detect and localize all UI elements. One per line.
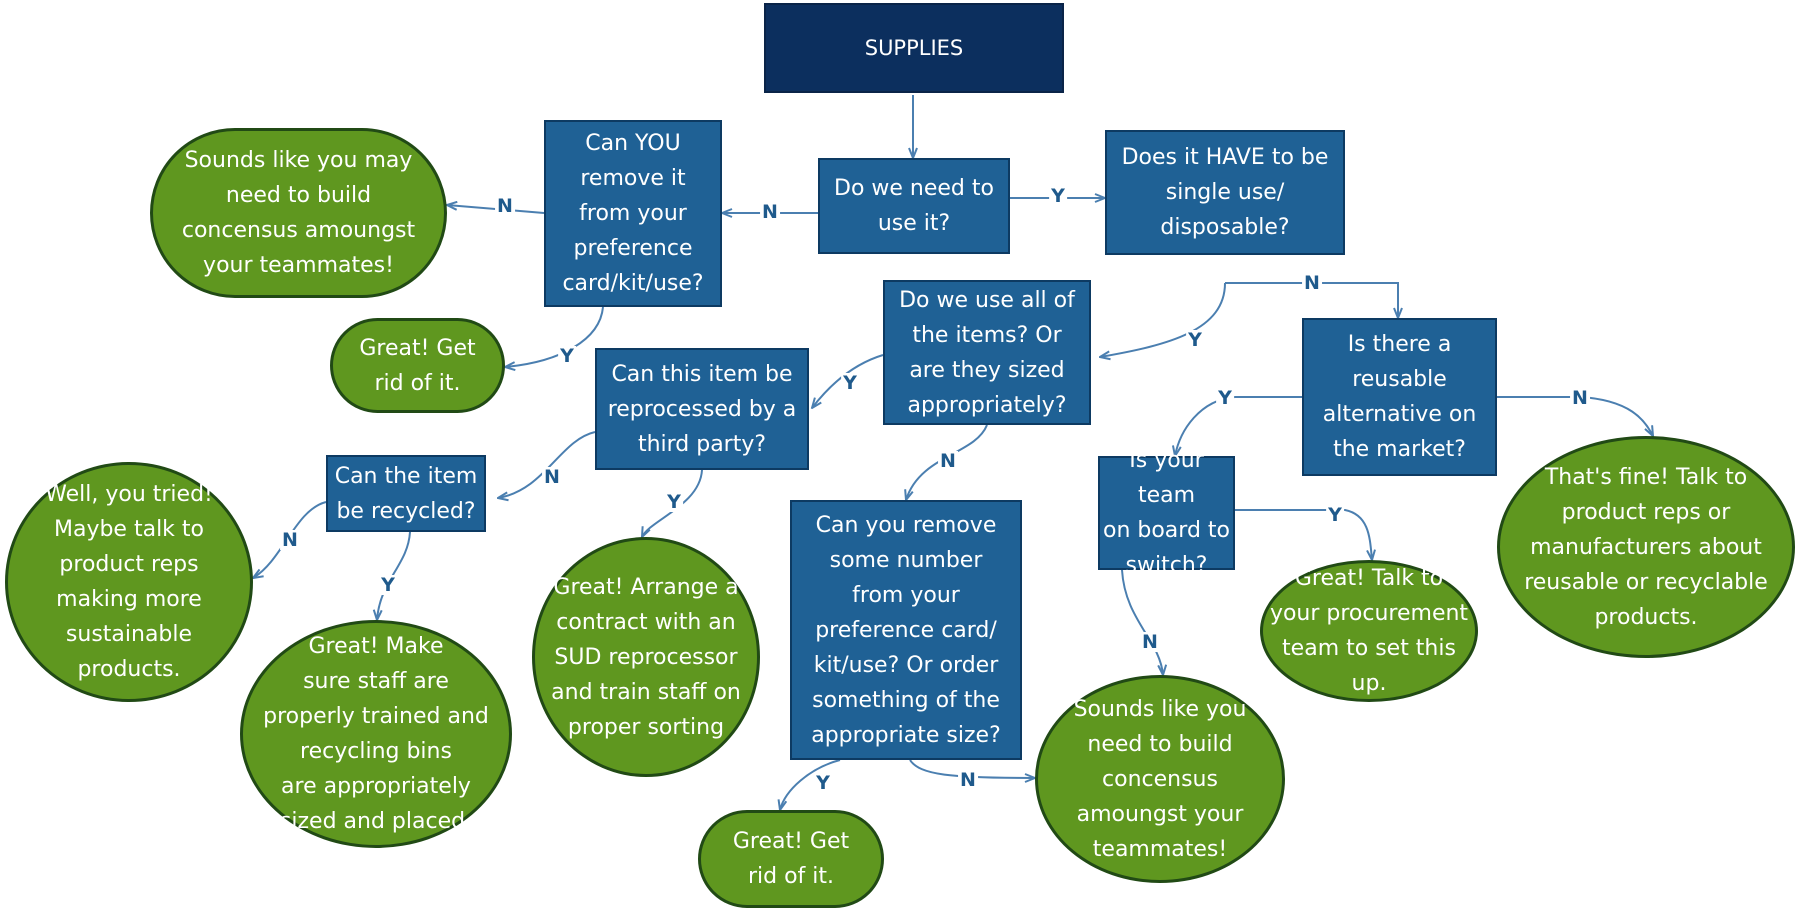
edge-label-team-no: N (1140, 631, 1160, 653)
node-thats-fine: That's fine! Talk to product reps or man… (1497, 436, 1795, 658)
edge-label-useall-no: N (938, 450, 958, 472)
edge-label-youremove-yes: Y (558, 345, 576, 367)
node-supplies: SUPPLIES (764, 3, 1064, 93)
edge-label-recycle-no: N (280, 529, 300, 551)
node-reusable-alternative: Is there a reusable alternative on the m… (1302, 318, 1497, 476)
node-remove-some-number: Can you remove some number from your pre… (790, 500, 1022, 760)
edge-label-removesome-no: N (958, 769, 978, 791)
node-great-make-sure-staff: Great! Make sure staff are properly trai… (240, 620, 512, 848)
connector-useall-yes (812, 354, 884, 408)
node-build-concensus-1: Sounds like you may need to build concen… (150, 128, 447, 298)
edge-label-reusable-no: N (1570, 387, 1590, 409)
node-team-on-board: Is your team on board to switch? (1098, 448, 1235, 578)
edge-label-removesome-yes: Y (814, 772, 832, 794)
node-remove-from-card: Can YOU remove it from your preference c… (544, 120, 722, 307)
connector-removesome-yes (780, 759, 841, 810)
connector-removesome-no (909, 759, 1035, 778)
edge-label-youremove-no: N (495, 195, 515, 217)
connector-team-yes (1235, 509, 1372, 560)
node-great-arrange-contract: Great! Arrange a contract with an SUD re… (532, 537, 760, 777)
node-have-to-be-single-use: Does it HAVE to be single use/ disposabl… (1105, 130, 1345, 255)
edge-label-reusable-yes: Y (1216, 387, 1234, 409)
connector-youremove-yes (505, 306, 604, 367)
edge-label-useall-yes: Y (841, 372, 859, 394)
edge-label-reproc-no: N (542, 466, 562, 488)
node-can-be-recycled: Can the item be recycled? (326, 455, 486, 532)
node-great-get-rid-2: Great! Get rid of it. (698, 810, 884, 908)
node-use-all-items: Do we use all of the items? Or are they … (883, 280, 1091, 425)
edge-label-need-no: N (760, 201, 780, 223)
node-great-get-rid-1: Great! Get rid of it. (330, 318, 505, 413)
connector-recycle-yes (377, 531, 411, 620)
edge-label-single-yes: Y (1186, 329, 1204, 351)
connector-single-no (1225, 282, 1398, 318)
node-build-concensus-2: Sounds like you need to build concensus … (1035, 675, 1285, 883)
node-well-you-tried: Well, you tried! Maybe talk to product r… (5, 462, 253, 702)
connector-team-no (1121, 569, 1163, 675)
edge-label-recycle-yes: Y (379, 574, 397, 596)
node-great-talk-procurement: Great! Talk to your procurement team to … (1260, 560, 1478, 702)
connector-reproc-no (498, 431, 596, 498)
edge-label-need-yes: Y (1049, 185, 1067, 207)
edge-label-single-no: N (1302, 272, 1322, 294)
node-need-to-use: Do we need to use it? (818, 158, 1010, 254)
edge-label-reproc-yes: Y (665, 491, 683, 513)
node-reprocessed-third-party: Can this item be reprocessed by a third … (595, 348, 809, 470)
connector-single-yes (1100, 282, 1226, 357)
edge-label-team-yes: Y (1326, 504, 1344, 526)
